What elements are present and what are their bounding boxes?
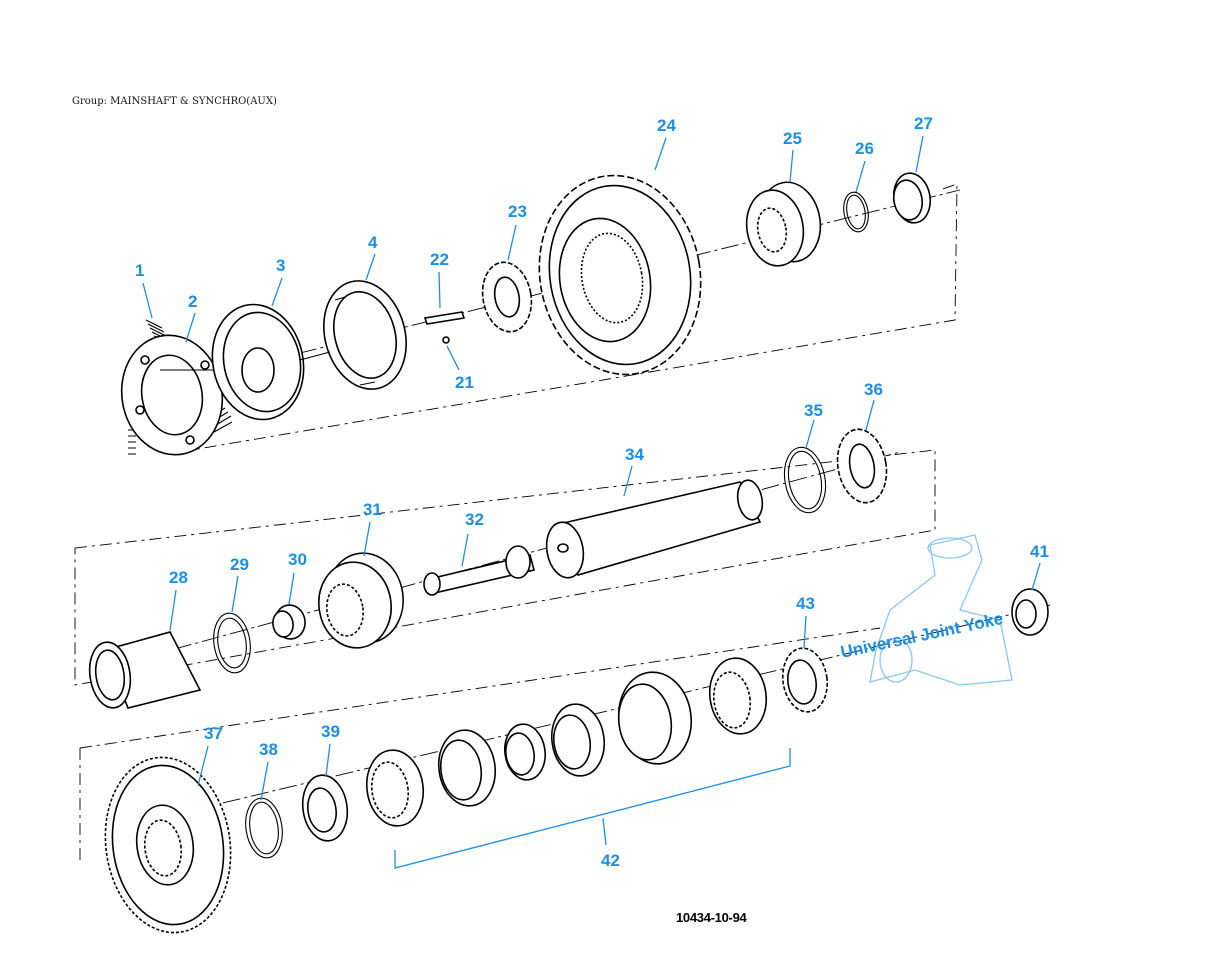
part-27-bearing-cup [892, 172, 932, 224]
part-21-screw [442, 336, 450, 344]
part-31-sliding-clutch [318, 552, 404, 649]
part-29-snap-ring [213, 612, 251, 674]
part-35-snap-ring [783, 446, 827, 514]
callout-34: 34 [625, 445, 644, 464]
callout-32: 32 [465, 510, 484, 529]
part-32-shift-shaft [423, 545, 535, 596]
group-label: Group: MAINSHAFT & SYNCHRO(AUX) [72, 96, 277, 107]
part-30-bushing [272, 604, 306, 640]
callout-25: 25 [783, 129, 802, 148]
callout-22: 22 [430, 250, 449, 269]
callout-31: 31 [363, 500, 382, 519]
leader-lines [142, 135, 1041, 869]
part-26-snap-ring [843, 191, 869, 233]
callout-2: 2 [188, 292, 197, 311]
part-25-synchro-hub [745, 181, 822, 267]
part-2-synchro-plate [120, 334, 230, 456]
callouts: 1 2 3 4 21 22 23 24 25 26 27 28 29 30 31… [135, 114, 1049, 870]
callout-1: 1 [135, 261, 144, 280]
callout-30: 30 [288, 550, 307, 569]
callout-38: 38 [259, 740, 278, 759]
callout-39: 39 [321, 722, 340, 741]
yoke-label: Universal Joint Yoke [839, 609, 1005, 662]
part-36-splined-washer [836, 428, 888, 504]
callout-36: 36 [864, 380, 883, 399]
part-3-sliding-clutch [211, 303, 305, 421]
part-43-nut-washer [781, 647, 829, 713]
callout-42: 42 [601, 851, 620, 870]
callout-37: 37 [204, 724, 223, 743]
part-39-spacer [301, 774, 349, 842]
part-22-key [423, 311, 466, 325]
callout-35: 35 [804, 401, 823, 420]
callout-28: 28 [169, 568, 188, 587]
callout-27: 27 [914, 114, 933, 133]
part-23-splined-washer [481, 261, 533, 333]
part-34-mainshaft [545, 479, 764, 579]
callout-29: 29 [230, 555, 249, 574]
callout-43: 43 [796, 594, 815, 613]
universal-joint-yoke [869, 534, 1013, 686]
part-41-yoke-nut [1011, 588, 1049, 636]
part-38-snap-ring [245, 797, 283, 859]
callout-21: 21 [455, 373, 474, 392]
callout-26: 26 [855, 139, 874, 158]
part-4-synchro-ring [299, 280, 407, 390]
callout-4: 4 [368, 233, 378, 252]
callout-23: 23 [508, 202, 527, 221]
part-42-bearing-set [365, 657, 768, 827]
callout-24: 24 [657, 116, 676, 135]
part-37-gear [104, 756, 232, 934]
callout-3: 3 [276, 256, 285, 275]
callout-41: 41 [1030, 542, 1049, 561]
assembly-boundaries [74, 183, 1051, 865]
part-28-splined-sleeve [88, 631, 202, 709]
part-24-range-gear [538, 174, 702, 376]
figure-number: 10434-10-94 [676, 910, 747, 925]
